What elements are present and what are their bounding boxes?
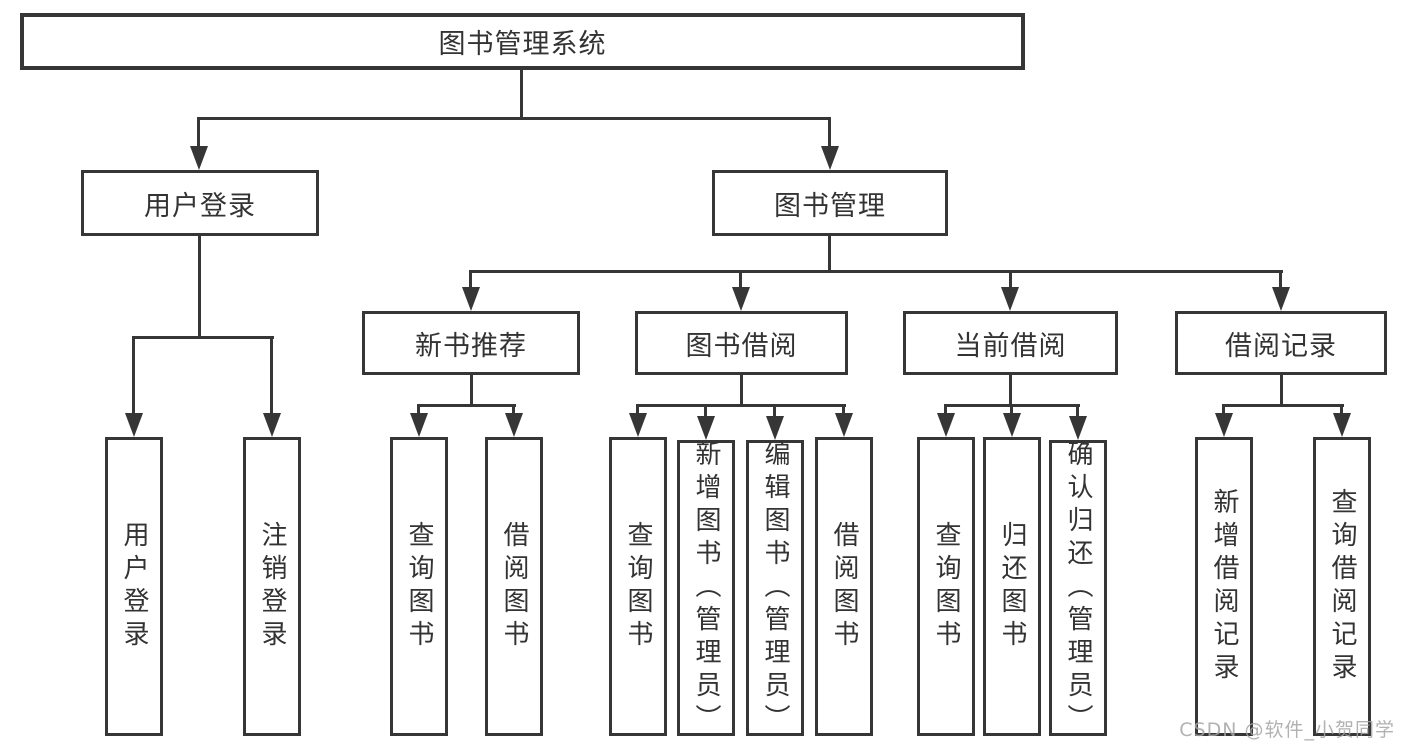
node-book-management: 图书管理 [712,170,948,236]
connector-line [739,273,742,290]
arrowhead-down [462,287,480,311]
connector-line [1009,273,1012,290]
leaf-return-books: 归还图书 [983,437,1041,736]
leaf-logout: 注销登录 [243,437,301,736]
arrowhead-down [1333,413,1351,437]
arrowhead-down [937,413,955,437]
node-library-management-system: 图书管理系统 [20,13,1025,70]
connector-line [1076,407,1079,416]
arrowhead-down [697,416,715,440]
arrowhead-down [1003,413,1021,437]
leaf-label: 注销登录 [257,520,287,653]
leaf-query-books-borrowing: 查询图书 [609,437,667,736]
leaf-label: 查询图书 [931,520,961,653]
leaf-label: 借阅图书 [499,520,529,653]
leaf-label: 编辑图书（管理员） [760,439,790,737]
arrowhead-down [190,146,208,170]
leaf-borrow-books-borrowing: 借阅图书 [815,437,873,736]
leaf-label: 确认归还（管理员） [1063,439,1093,737]
arrowhead-down [821,146,839,170]
arrowhead-down [1272,287,1290,311]
arrowhead-down [835,413,853,437]
leaf-query-books-recommend: 查询图书 [390,437,448,736]
connector-line [828,236,831,273]
connector-line [1010,407,1013,416]
connector-line [469,270,1283,273]
leaf-label: 用户登录 [119,520,149,653]
leaf-label: 归还图书 [997,520,1027,653]
node-user-login: 用户登录 [81,170,319,236]
connector-line [470,375,473,404]
leaf-add-borrowing-record: 新增借阅记录 [1195,437,1253,736]
leaf-edit-books-admin: 编辑图书（管理员） [746,439,804,737]
leaf-confirm-return-admin: 确认归还（管理员） [1049,439,1107,737]
leaf-borrow-books-recommend: 借阅图书 [485,437,543,736]
connector-line [512,407,515,416]
connector-line [1222,407,1225,416]
arrowhead-down [766,416,784,440]
leaf-label: 借阅图书 [829,520,859,653]
arrowhead-down [732,287,750,311]
connector-line [740,375,743,404]
connector-line [1280,375,1283,404]
connector-line [417,407,420,416]
node-borrowing-records: 借阅记录 [1175,311,1387,375]
leaf-query-books-current: 查询图书 [917,437,975,736]
arrowhead-down [263,413,281,437]
leaf-label: 新增借阅记录 [1209,487,1239,686]
connector-line [270,339,273,415]
leaf-label: 查询借阅记录 [1327,487,1357,686]
connector-line [1279,273,1282,290]
node-book-borrowing: 图书借阅 [635,311,848,375]
connector-line [417,404,516,407]
arrowhead-down [1001,287,1019,311]
connector-line [198,236,201,336]
connector-line [197,117,831,120]
connector-line [132,336,274,339]
connector-line [704,407,707,416]
connector-line [944,407,947,416]
connector-line [469,273,472,290]
leaf-add-books-admin: 新增图书（管理员） [677,439,735,737]
watermark: CSDN @软件_小贺同学 [1179,719,1395,741]
connector-line [636,407,639,416]
leaf-user-login: 用户登录 [105,437,163,736]
connector-line [197,120,200,148]
connector-line [1222,404,1344,407]
connector-line [636,404,846,407]
leaf-label: 查询图书 [623,520,653,653]
connector-line [842,407,845,416]
connector-line [132,339,135,415]
connector-line [1009,375,1012,404]
arrowhead-down [629,413,647,437]
connector-line [828,120,831,148]
node-current-borrowing: 当前借阅 [903,311,1118,375]
arrowhead-down [1215,413,1233,437]
arrowhead-down [410,413,428,437]
connector-line [944,404,1080,407]
arrowhead-down [125,413,143,437]
arrowhead-down [505,413,523,437]
node-new-book-recommendation: 新书推荐 [362,311,580,375]
connector-line [773,407,776,416]
arrowhead-down [1069,416,1087,440]
connector-line [1340,407,1343,416]
leaf-query-borrowing-record: 查询借阅记录 [1313,437,1371,736]
connector-line [520,70,523,117]
leaf-label: 查询图书 [404,520,434,653]
leaf-label: 新增图书（管理员） [691,439,721,737]
